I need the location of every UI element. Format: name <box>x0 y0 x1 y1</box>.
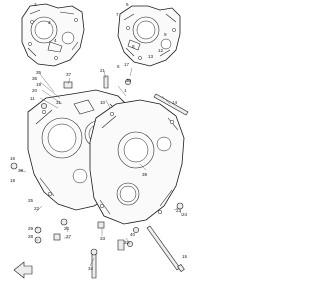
callout-label: 26 <box>64 226 70 231</box>
callout-label: 6 <box>126 2 129 7</box>
callout-label: 29 <box>28 226 34 231</box>
callout-label: 17 <box>124 62 130 67</box>
callout-label: 36 <box>32 76 38 81</box>
callout-label: 30 <box>126 78 132 83</box>
callout-label: 28 <box>28 234 34 239</box>
callout-label: 18 <box>10 178 16 183</box>
inset-right-crankcase <box>117 5 181 67</box>
callout-label: 31 <box>56 100 62 105</box>
bolts-and-studs <box>10 75 189 279</box>
leader-lines <box>19 67 183 267</box>
callout-label: 15 <box>182 254 188 259</box>
callout-label: 2 <box>34 2 37 7</box>
front-arrow-icon <box>13 261 33 279</box>
callout-label: 13 <box>148 54 154 59</box>
crankcase-exploded-diagram: 1 2 3 4 5 6 7 8 9 10 11 12 13 14 15 16 1… <box>10 2 189 279</box>
inset-left-crankcase <box>21 3 85 67</box>
callout-label: 1 <box>124 88 127 93</box>
callout-label: 22 <box>34 206 40 211</box>
callout-label: 27 <box>66 234 72 239</box>
callout-label: 38 <box>18 168 24 173</box>
callout-label: 25 <box>28 198 34 203</box>
callout-label: 3 <box>48 20 51 25</box>
callout-label: 10 <box>100 100 106 105</box>
callout-label: 40 <box>130 232 136 237</box>
callout-label: 23 <box>176 208 182 213</box>
callout-label: 8 <box>132 44 135 49</box>
callout-label: 39 <box>142 172 148 177</box>
callout-label: 24 <box>182 212 188 217</box>
callout-label: 7 <box>116 12 119 17</box>
callout-label: 20 <box>32 88 38 93</box>
callout-label: 14 <box>172 100 178 105</box>
callout-label: 21 <box>100 68 106 73</box>
callout-label: 35 <box>36 70 42 75</box>
callout-label: 34 <box>88 266 94 271</box>
callout-label: 9 <box>164 32 167 37</box>
callout-label: 11 <box>30 96 35 101</box>
callout-label: 32 <box>124 240 130 245</box>
callout-label: 5 <box>117 64 120 69</box>
callout-label: 16 <box>10 156 16 161</box>
callout-labels: 1 2 3 4 5 6 7 8 9 10 11 12 13 14 15 16 1… <box>10 2 188 271</box>
callout-label: 4 <box>54 38 57 43</box>
callout-label: 37 <box>66 72 72 77</box>
callout-label: 12 <box>158 48 164 53</box>
crankcase-right-half <box>89 99 185 225</box>
callout-label: 33 <box>100 236 106 241</box>
callout-label: 19 <box>36 82 42 87</box>
